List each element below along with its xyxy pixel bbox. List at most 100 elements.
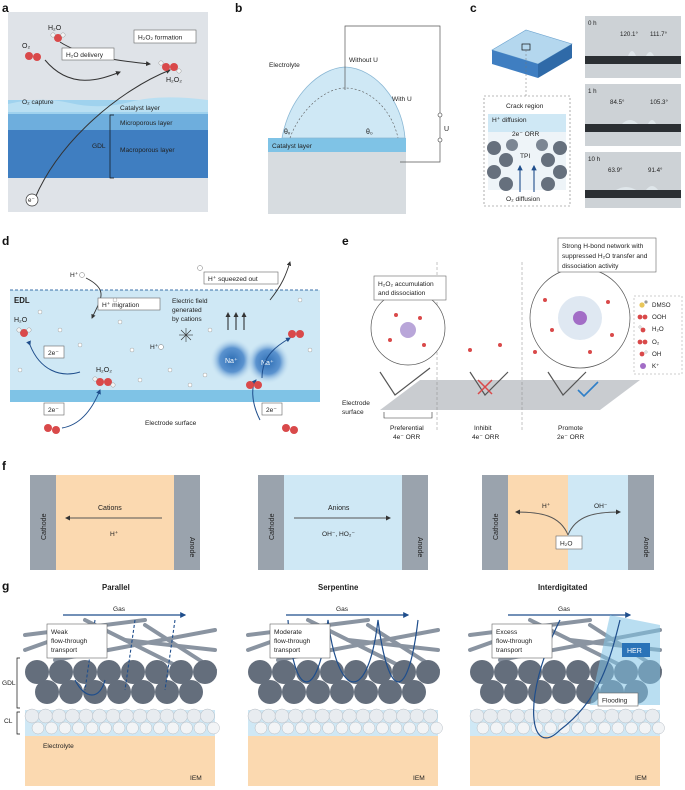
g-cl-sphere (342, 708, 357, 724)
f3-h2o-label: H₂O (560, 541, 572, 548)
field-label-3: by cations (172, 316, 202, 323)
theta-v-label: θᵥ (284, 129, 291, 136)
f3-electrolyte-base (568, 475, 628, 570)
legend-oh: OH (652, 351, 661, 358)
g-cl-sphere (382, 708, 398, 724)
g-transport-line-3: transport (274, 647, 300, 654)
photo-0h-time: 0 h (588, 20, 597, 27)
g-cl-sphere (207, 721, 220, 735)
d-h2o2-molecule-top (288, 330, 304, 338)
d-h2o-label: H₂O (14, 317, 28, 324)
o2-arrow (44, 59, 121, 81)
accum-label-1: H₂O₂ accumulation (378, 281, 434, 288)
g-cl-sphere (369, 708, 384, 724)
g-cl-sphere (503, 721, 517, 735)
g-gdl-particle (97, 660, 121, 684)
g-flooding-region (590, 615, 660, 705)
g-electrolyte-label: Electrolyte (43, 743, 74, 750)
g-gas-label: Gas (558, 606, 571, 613)
g-gdl-particle (528, 680, 552, 704)
d-2e-box-upper (43, 345, 65, 359)
g-cl-sphere (308, 721, 322, 735)
circuit-wire (344, 25, 441, 163)
d-2e-box-lower (43, 402, 65, 416)
h2o2-rise-arrow (261, 337, 291, 379)
legend-oh-icon (639, 350, 648, 357)
g-gdl-particle (59, 680, 83, 704)
strong-label-3: dissociation activity (562, 263, 619, 270)
g-cl-sphere (193, 721, 207, 735)
legend-box (633, 295, 683, 375)
g-iem-band (470, 734, 660, 786)
g-cl-sphere (200, 708, 215, 724)
g-cl-sphere (261, 708, 276, 724)
panel-c-label: c (470, 1, 477, 15)
na-cation-glow-2 (246, 340, 290, 384)
g-gdl-particle (193, 660, 217, 684)
g-cl-sphere (247, 708, 263, 724)
f2-electrolyte (284, 475, 402, 570)
o2-right-arrow (251, 379, 261, 421)
g-gdl-particle (344, 660, 368, 684)
g-gdl-particle (155, 680, 179, 704)
legend-dmso-icon (639, 300, 648, 308)
g-cl-sphere (355, 708, 371, 724)
contact-photo-1h: 1 h 84.5° 105.3° (585, 84, 681, 146)
h-squeezed-box (203, 271, 279, 285)
electron-circle (25, 193, 39, 207)
right-particle-stack (536, 139, 567, 191)
photo-10h-right: 91.4° (648, 167, 663, 174)
g-flow-line (124, 619, 136, 691)
g-cl-sphere (598, 721, 611, 735)
legend-ooh-icon (637, 314, 648, 320)
g-flow-path (74, 679, 106, 696)
u-label: U (444, 126, 449, 133)
f1-electrolyte (56, 475, 174, 570)
electron-label: e⁻ (28, 197, 35, 204)
g-cl-sphere (409, 708, 425, 724)
d-2e-upper-label: 2e⁻ (48, 350, 59, 357)
g-gdl-particle (518, 660, 542, 684)
g-fibre (346, 638, 440, 652)
legend-h2o-icon (638, 325, 646, 333)
g-cl-sphere (430, 721, 443, 735)
g-cl-sphere (625, 721, 638, 735)
tpi-label: TPI (520, 153, 530, 160)
g-cl-sphere (31, 721, 45, 735)
d-o2-molecule-right (282, 424, 298, 434)
g-column-3: GasHERFloodingExcessflow-throughtranspor… (468, 606, 665, 786)
g-gdl-particle (378, 680, 402, 704)
g-transport-box (269, 623, 331, 659)
legend-dmso: DMSO (652, 302, 671, 309)
edl-label: EDL (14, 296, 30, 305)
g-gdl-particle (145, 660, 169, 684)
g-transport-line-3: transport (51, 647, 77, 654)
na-label-2: Na⁺ (261, 359, 274, 367)
photo-10h-left: 63.9° (608, 167, 623, 174)
h-migration-label: H⁺ migration (102, 302, 140, 309)
field-label-1: Electric field (172, 298, 208, 305)
with-u-label: With U (392, 96, 412, 103)
g-cl-sphere (652, 721, 665, 735)
g-gdl-particle (504, 680, 528, 704)
preferential-label-1: Preferential (390, 425, 424, 432)
f2-anion-species-label: OH⁻, HO₂⁻ (322, 531, 355, 538)
promote-check-icon (577, 381, 599, 398)
g-transport-line-3: transport (496, 647, 522, 654)
g-cl-bracket (16, 711, 20, 735)
panel-g: g Parallel Serpentine Interdigitated GDL… (2, 579, 588, 735)
g-cl-sphere (604, 708, 620, 724)
h-plus-ion (79, 272, 85, 278)
h-plus-inner-label: H⁺ (150, 344, 159, 351)
path-4e (379, 367, 431, 396)
u-terminal-bottom (437, 137, 443, 143)
g-cl-sphere (530, 721, 544, 735)
g-cl-sphere (166, 721, 180, 735)
h2o-molecule (50, 32, 66, 42)
inhibit-label-2: 4e⁻ ORR (472, 434, 500, 441)
strong-hbond-box (557, 237, 657, 273)
droplet (281, 66, 406, 139)
g-cl-sphere (180, 721, 193, 735)
panel-e: e H₂O₂ accumulation and dissociation Str… (342, 234, 683, 441)
legend-k-icon (640, 363, 646, 369)
